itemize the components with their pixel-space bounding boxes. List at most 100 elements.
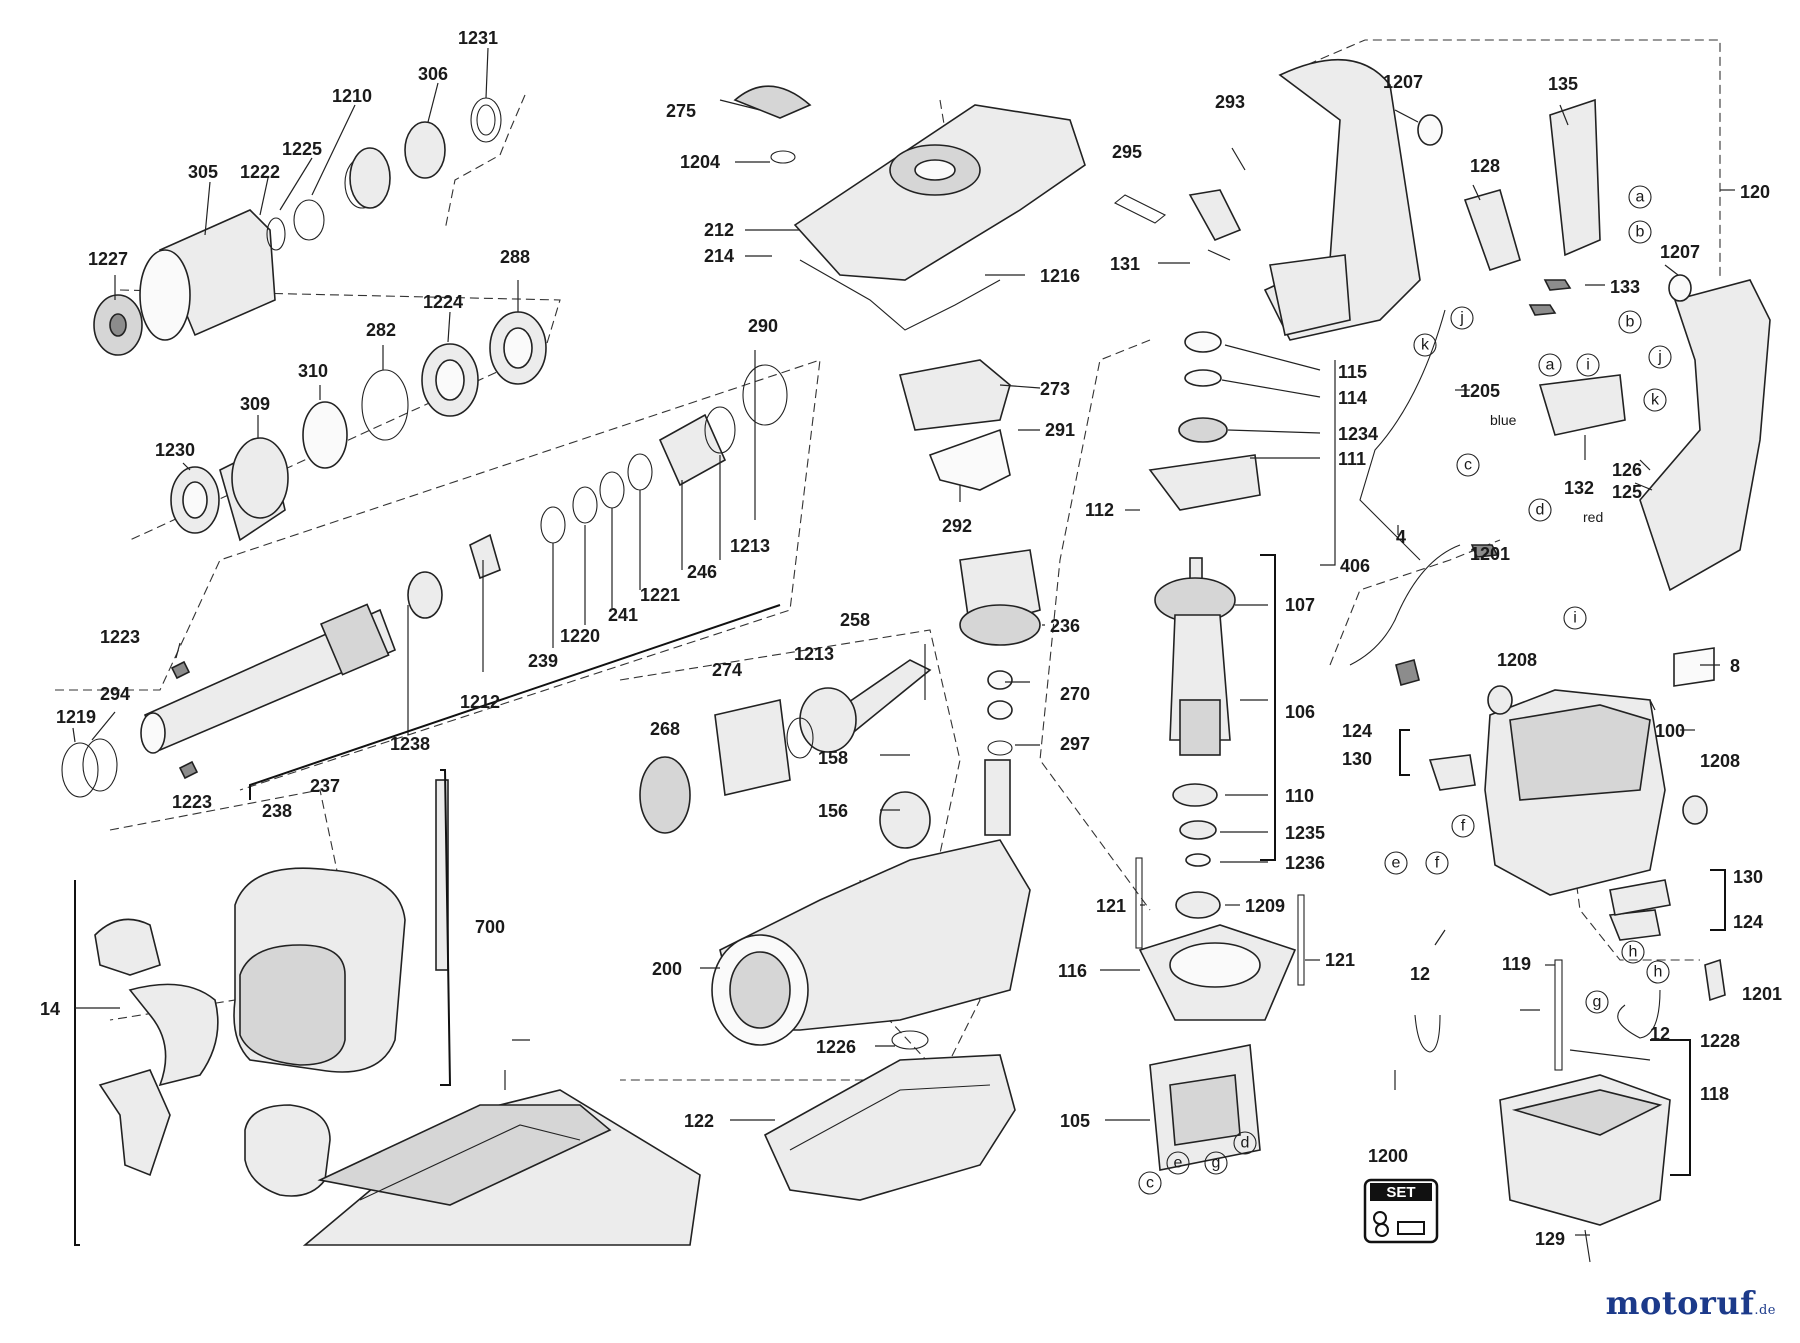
part-label: 239 [528, 651, 558, 671]
part-label: 305 [188, 162, 218, 182]
part-label: 275 [666, 101, 696, 121]
svg-text:k: k [1421, 337, 1430, 354]
letter-marker: c [1138, 1171, 1162, 1195]
letter-marker: a [1628, 185, 1652, 209]
part-label: 114 [1338, 388, 1367, 408]
letter-marker: f [1425, 851, 1449, 875]
part-label: 1216 [1040, 266, 1080, 286]
carry-case [302, 1089, 701, 1246]
svg-text:h: h [1629, 944, 1638, 961]
part-label: 700 [475, 917, 505, 937]
logo-suffix: .de [1754, 1303, 1776, 1318]
part-label: 1209 [1245, 896, 1285, 916]
part-label: 1213 [730, 536, 770, 556]
set-badge: SET [1363, 1178, 1439, 1244]
svg-text:j: j [1459, 310, 1464, 327]
part-label: 1236 [1285, 853, 1325, 873]
side-handle-assembly [94, 779, 449, 1197]
part-label: 241 [608, 605, 638, 625]
svg-text:d: d [1536, 502, 1545, 519]
letter-marker: j [1450, 306, 1474, 330]
part-label: 273 [1040, 379, 1070, 399]
part-label: 306 [418, 64, 448, 84]
part-label: 1213 [794, 644, 834, 664]
svg-text:e: e [1392, 855, 1401, 872]
part-label: 1201 [1470, 544, 1510, 564]
part-label: 100 [1655, 721, 1685, 741]
part-label: 297 [1060, 734, 1090, 754]
part-label: 121 [1096, 896, 1126, 916]
part-label: 115 [1338, 362, 1367, 382]
part-label: 200 [652, 959, 682, 979]
part-label: 310 [298, 361, 328, 381]
part-label: 116 [1058, 961, 1087, 981]
motor-assembly [1135, 331, 1305, 1171]
wire-note-red: red [1583, 509, 1603, 525]
svg-text:i: i [1586, 357, 1590, 374]
letter-marker: d [1528, 498, 1552, 522]
part-label: 124 [1342, 721, 1372, 741]
part-label: 1224 [423, 292, 463, 312]
part-label: 130 [1733, 867, 1763, 887]
center-mechanism [639, 359, 1041, 1201]
part-label: 4 [1396, 527, 1406, 547]
part-label: 1228 [1700, 1031, 1740, 1051]
svg-text:k: k [1651, 392, 1660, 409]
part-label: 8 [1730, 656, 1740, 676]
letter-marker: g [1585, 990, 1609, 1014]
part-label: 1221 [640, 585, 680, 605]
part-label: 1200 [1368, 1146, 1408, 1166]
svg-text:b: b [1636, 224, 1645, 241]
part-label: 1222 [240, 162, 280, 182]
part-label: 119 [1502, 954, 1531, 974]
part-label: 120 [1740, 182, 1770, 202]
part-label: 135 [1548, 74, 1578, 94]
part-label: 1208 [1497, 650, 1537, 670]
part-label: 129 [1535, 1229, 1565, 1249]
part-label: 1205 [1460, 381, 1500, 401]
svg-text:a: a [1636, 189, 1645, 206]
part-label: 295 [1112, 142, 1142, 162]
part-label: 1223 [172, 792, 212, 812]
part-label: 124 [1733, 912, 1763, 932]
part-label: 406 [1340, 556, 1370, 576]
part-label: 214 [704, 246, 734, 266]
svg-text:a: a [1546, 357, 1555, 374]
part-label: 122 [684, 1111, 714, 1131]
letter-marker: i [1576, 353, 1600, 377]
part-label: 14 [40, 999, 60, 1019]
part-label: 105 [1060, 1111, 1090, 1131]
svg-text:f: f [1435, 855, 1440, 872]
letter-marker: a [1538, 353, 1562, 377]
part-label: 212 [704, 220, 734, 240]
letter-marker: f [1451, 814, 1475, 838]
part-label: 1212 [460, 692, 500, 712]
part-label: 246 [687, 562, 717, 582]
letter-marker: b [1618, 310, 1642, 334]
svg-text:b: b [1626, 314, 1635, 331]
part-label: 1207 [1383, 72, 1423, 92]
letter-marker: h [1646, 960, 1670, 984]
part-label: 1223 [100, 627, 140, 647]
part-label: 1204 [680, 152, 720, 172]
callout-leaders [72, 47, 1735, 1246]
part-label: 158 [818, 748, 848, 768]
letter-marker: k [1643, 388, 1667, 412]
svg-text:c: c [1464, 457, 1472, 474]
part-label: 1235 [1285, 823, 1325, 843]
part-label: 133 [1610, 277, 1640, 297]
svg-text:j: j [1657, 349, 1662, 366]
part-label: 121 [1325, 950, 1355, 970]
part-label: 106 [1285, 702, 1315, 722]
letter-marker: j [1648, 345, 1672, 369]
part-label: 1220 [560, 626, 600, 646]
letter-marker: k [1413, 333, 1437, 357]
part-label: 238 [262, 801, 292, 821]
part-label: 156 [818, 801, 848, 821]
part-label: 293 [1215, 92, 1245, 112]
part-label: 12 [1650, 1024, 1670, 1044]
part-label: 132 [1564, 478, 1594, 498]
part-label: 290 [748, 316, 778, 336]
part-label: 1234 [1338, 424, 1378, 444]
part-label: 112 [1085, 500, 1114, 520]
